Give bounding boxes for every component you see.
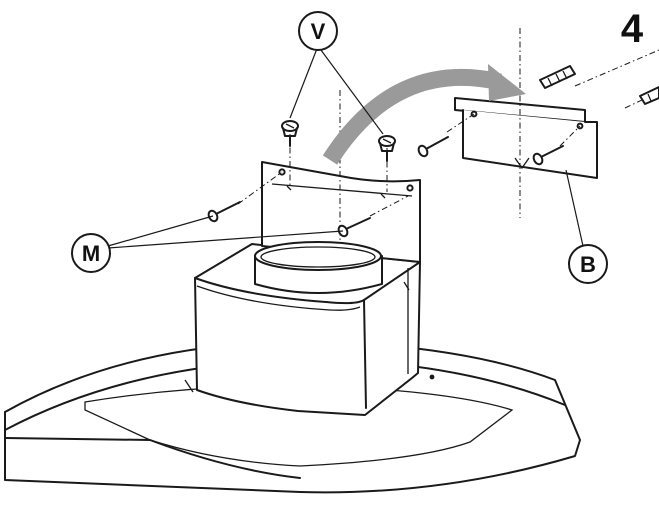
curved-arrow: [322, 64, 526, 165]
leader-line: [565, 169, 584, 247]
callout-m-label: M: [82, 241, 100, 266]
wall-plug: [539, 65, 576, 89]
leader-line: [107, 215, 214, 247]
screw-bracket-right: [532, 145, 564, 166]
step-number: 4: [621, 7, 644, 51]
hood-screw-hole: [429, 374, 435, 380]
callout-b: B: [568, 244, 608, 284]
duct-collar: [254, 241, 383, 294]
centre-lines: [237, 28, 659, 240]
screw-v-right: [378, 135, 396, 162]
leader-line: [107, 230, 344, 249]
callout-v-label: V: [311, 19, 326, 44]
screw-m-left: [207, 201, 241, 223]
callout-b-label: B: [580, 252, 596, 277]
screw-v-left: [281, 120, 299, 147]
rear-bracket: [261, 161, 421, 263]
hood-canopy: [4, 340, 581, 494]
callout-m: M: [71, 233, 111, 273]
screw-bracket-left: [417, 136, 449, 158]
bracket-hole: [406, 184, 414, 192]
callout-v: V: [298, 11, 338, 51]
leader-line: [289, 45, 319, 119]
wall-bracket: [454, 97, 598, 179]
wall-plug: [639, 86, 659, 105]
leader-line: [317, 45, 384, 135]
